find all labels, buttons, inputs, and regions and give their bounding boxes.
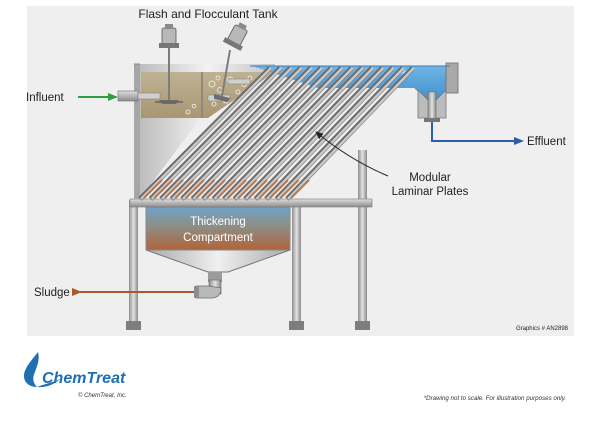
plates-pointer-icon [315, 131, 389, 177]
laminar-plate-face [224, 67, 354, 200]
plate-sludge-deposit [279, 179, 300, 199]
chemtreat-logo: ChemTreat © ChemTreat, Inc. [24, 352, 127, 399]
laminar-plate-face [266, 67, 395, 200]
laminar-plate-face [213, 67, 344, 200]
chemtreat-drop-icon [24, 352, 39, 387]
plate-sludge-deposit [174, 179, 195, 199]
graphics-id: Graphics # AN2898 [516, 326, 569, 332]
thickening-label-line2: Compartment [183, 232, 253, 244]
plate-sludge-deposit [269, 179, 289, 199]
plate-sludge-deposit [216, 179, 237, 199]
laminar-plate-face [234, 67, 364, 200]
laminar-plate-face [161, 67, 293, 200]
floc-mixer-icon [214, 22, 248, 102]
laminar-plate-face [203, 67, 334, 200]
laminar-plate-face [192, 67, 323, 200]
plate-sludge-deposit [227, 179, 247, 199]
laminar-plate-face [245, 67, 374, 200]
plate-sludge-deposit [143, 179, 163, 199]
laminar-plates [138, 66, 415, 201]
plate-sludge-deposit [164, 179, 184, 199]
effluent-label: Effluent [527, 136, 567, 148]
tank-title: Flash and Flocculant Tank [138, 7, 278, 21]
laminar-plate-face [287, 67, 415, 200]
laminar-plate-face [171, 67, 303, 200]
plate-sludge-deposit [258, 179, 279, 199]
effluent-arrow-icon [431, 122, 524, 145]
laminar-plate-face [140, 67, 272, 200]
laminar-plate-face [276, 67, 405, 200]
support-beam [129, 198, 373, 208]
thickening-compartment [145, 206, 291, 251]
plate-sludge-deposit [153, 179, 174, 199]
logo-brand: ChemTreat [42, 370, 126, 387]
support-legs [126, 150, 370, 330]
flash-mixer-icon [155, 24, 183, 104]
influent-label: Influent [26, 92, 65, 104]
plate-sludge-deposit [248, 179, 268, 199]
plate-sludge-deposit [185, 179, 205, 199]
plate-sludge-deposit [195, 179, 216, 199]
sludge-pipe [194, 279, 222, 299]
influent-pipe [117, 90, 161, 102]
disclaimer: *Drawing not to scale. For illustration … [424, 395, 566, 402]
plate-sludge-deposit [206, 179, 226, 199]
plate-sludge-deposit [290, 179, 310, 199]
laminar-plate-face [182, 67, 313, 200]
thickening-label-line1: Thickening [190, 216, 246, 228]
logo-copyright: © ChemTreat, Inc. [78, 392, 127, 399]
sludge-label: Sludge [34, 287, 70, 299]
laminar-plate-face [150, 67, 283, 200]
plates-label-line2: Laminar Plates [392, 186, 469, 198]
plate-sludge-deposit [237, 179, 258, 199]
plates-label-line1: Modular [409, 172, 451, 184]
